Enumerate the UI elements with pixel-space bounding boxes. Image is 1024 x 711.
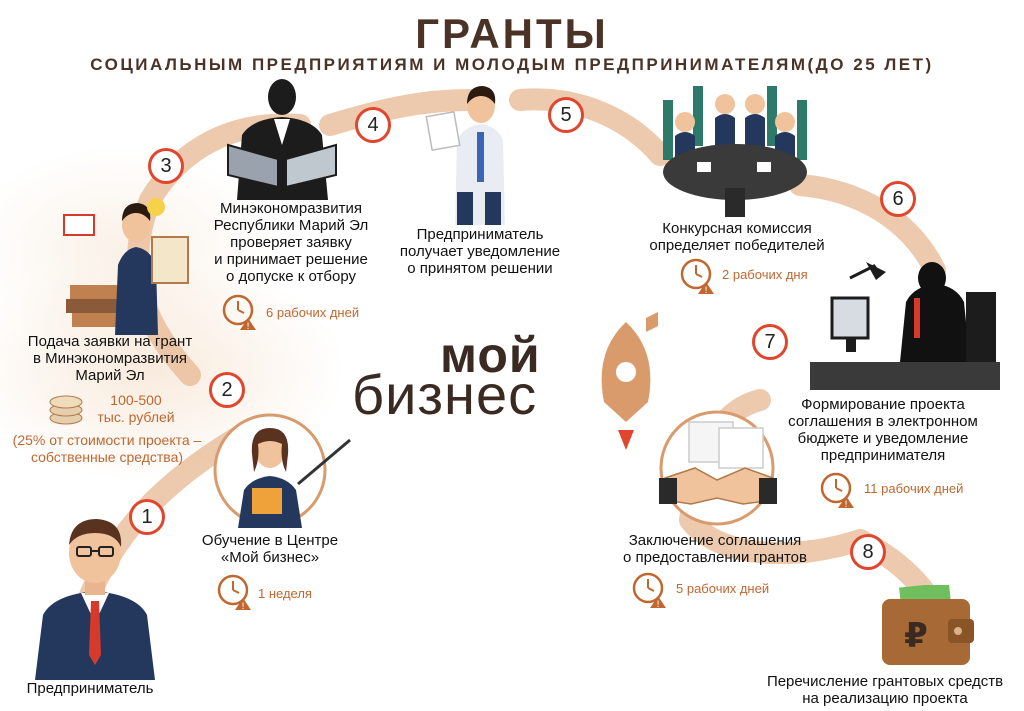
page-title: ГРАНТЫ	[415, 10, 609, 57]
step-7-label: Формирование проекта соглашения в электр…	[788, 396, 978, 464]
step-3-amount: 100-500 тыс. рублей	[97, 392, 175, 425]
notified-entrepreneur-illustration	[425, 86, 505, 225]
step-3-label: Подача заявки на грант в Минэкономразвит…	[27, 333, 193, 384]
step-2-label: Обучение в Центре «Мой бизнес»	[201, 532, 339, 566]
logo-rocket-icon	[601, 312, 658, 450]
ministry-official-illustration	[227, 79, 337, 200]
clock-warning-icon: !	[820, 472, 854, 510]
svg-text:!: !	[241, 602, 245, 612]
budget-office-illustration	[810, 262, 1000, 390]
logo-text-biznes: бизнес	[352, 363, 538, 426]
ruble-sign: ₽	[904, 616, 928, 656]
page-subtitle: СОЦИАЛЬНЫМ ПРЕДПРИЯТИЯМ И МОЛОДЫМ ПРЕДПР…	[90, 55, 934, 74]
clock-warning-icon: !	[222, 294, 256, 332]
step-8-label: Заключение соглашения о предоставлении г…	[622, 532, 807, 566]
coins-icon	[49, 395, 83, 425]
clock-warning-icon: !	[217, 574, 251, 612]
step-4-time: 6 рабочих дней	[266, 305, 360, 320]
final-step-label: Перечисление грантовых средств на реализ…	[766, 673, 1004, 707]
svg-text:!: !	[704, 286, 708, 296]
entrepreneur-illustration	[35, 519, 155, 680]
svg-text:!: !	[656, 600, 660, 610]
step-1-label: Предприниматель	[26, 680, 154, 697]
step-7-time: 11 рабочих дней	[864, 481, 964, 496]
applicant-illustration	[63, 198, 189, 335]
clock-warning-icon: !	[680, 258, 714, 296]
step-badge-5: 5	[548, 97, 584, 133]
logo-text-moy: мой	[440, 327, 541, 383]
step-badge-3: 3	[148, 148, 184, 184]
step-badge-7: 7	[752, 324, 788, 360]
svg-text:!: !	[844, 500, 848, 510]
step-badge-2: 2	[209, 372, 245, 408]
step-6-label: Конкурсная комиссия определяет победител…	[649, 220, 825, 254]
step-badge-1: 1	[129, 499, 165, 535]
step-8-time: 5 рабочих дней	[676, 581, 770, 596]
trainer-illustration	[213, 413, 351, 528]
wallet-ruble-icon: ₽	[882, 585, 974, 665]
agreement-illustration	[659, 410, 777, 526]
step-badge-4: 4	[355, 107, 391, 143]
clock-warning-icon: !	[632, 572, 666, 610]
step-badge-8: 8	[850, 534, 886, 570]
step-3-note: (25% от стоимости проекта – собственные …	[12, 432, 202, 465]
step-6-time: 2 рабочих дня	[722, 267, 808, 282]
step-5-label: Предприниматель получает уведомление о п…	[399, 226, 561, 277]
step-4-label: Минэкономразвития Республики Марий Эл пр…	[213, 200, 369, 285]
commission-illustration	[663, 86, 807, 217]
svg-text:!: !	[246, 322, 250, 332]
step-badge-6: 6	[880, 181, 916, 217]
step-2-time: 1 неделя	[258, 586, 312, 601]
